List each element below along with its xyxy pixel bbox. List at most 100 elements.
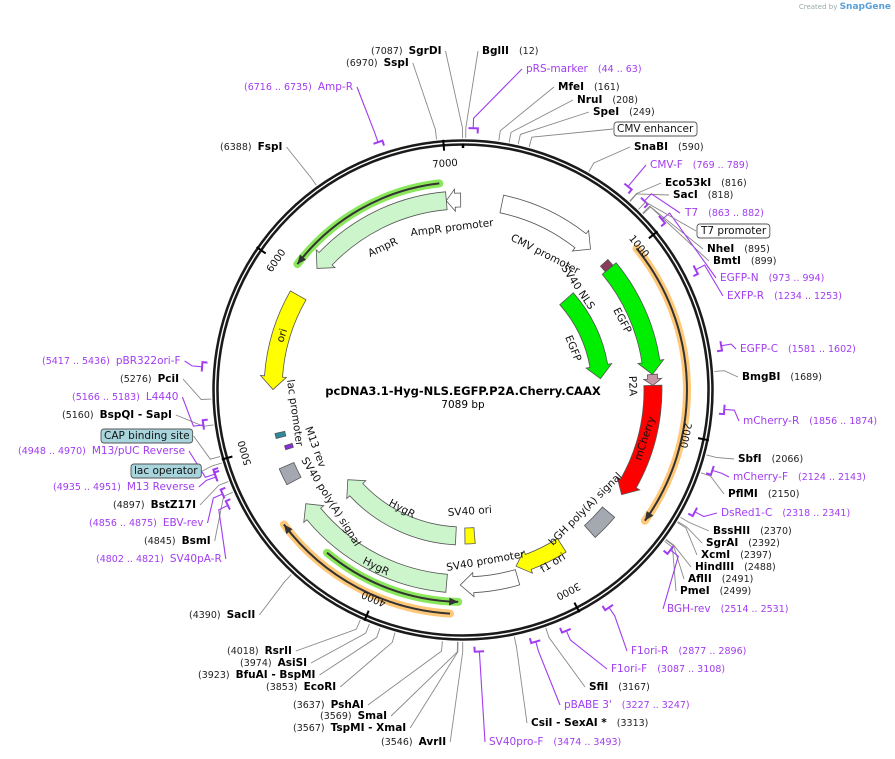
primer-leader-line xyxy=(218,504,229,560)
primer-label[interactable]: (4802 .. 4821)SV40pA-R xyxy=(96,553,222,565)
restriction-site-label[interactable]: (3853)EcoRI xyxy=(266,681,336,693)
restriction-site-label[interactable]: CsiI - SexAI *(3313) xyxy=(531,717,648,729)
restriction-site-label[interactable]: (7087)SgrDI xyxy=(371,45,441,57)
restriction-site-label[interactable]: (3637)PshAI xyxy=(293,699,364,711)
restriction-site-label[interactable]: AflII(2491) xyxy=(688,573,753,585)
feature-label-egfp-inner[interactable]: EGFP xyxy=(562,334,583,364)
primer-range: (3087 .. 3108) xyxy=(657,664,725,675)
primer-label[interactable]: F1ori-F(3087 .. 3108) xyxy=(611,663,725,675)
feature-box-label[interactable]: CAP binding site xyxy=(100,428,194,444)
restriction-site-label[interactable]: PmeI(2499) xyxy=(680,585,751,597)
feature-arrow-cmv-promoter[interactable] xyxy=(499,194,591,252)
feature-arrow-m13-rev[interactable] xyxy=(283,442,294,451)
feature-arrow-f1-ori[interactable] xyxy=(515,537,567,574)
orf-line[interactable] xyxy=(326,551,459,603)
feature-arrow-egfp[interactable] xyxy=(559,292,613,380)
feature-arrow-p2a[interactable] xyxy=(642,373,663,386)
restriction-site-label[interactable]: HindIII(2488) xyxy=(695,561,776,573)
primer-label[interactable]: (4856 .. 4875)EBV-rev xyxy=(89,517,204,529)
restriction-site-label[interactable]: PflMI(2150) xyxy=(728,488,799,500)
primer-leader-line xyxy=(188,450,216,478)
feature-box-label[interactable]: T7 promoter xyxy=(696,223,771,239)
primer-label[interactable]: SV40pro-F(3474 .. 3493) xyxy=(489,736,621,748)
feature-arrow-mcherry[interactable] xyxy=(616,384,663,496)
restriction-site-label[interactable]: (3567)TspMI - XmaI xyxy=(293,722,406,734)
primer-label[interactable]: EGFP-N(973 .. 994) xyxy=(720,272,824,284)
primer-label[interactable]: (6716 .. 6735)Amp-R xyxy=(244,81,353,93)
primer-label[interactable]: DsRed1-C(2318 .. 2341) xyxy=(721,507,850,519)
feature-box-label[interactable]: CMV enhancer xyxy=(613,121,698,137)
restriction-site-label[interactable]: XcmI(2397) xyxy=(701,549,772,561)
feature-label-p2a[interactable]: P2A xyxy=(626,376,639,397)
primer-label[interactable]: F1ori-R(2877 .. 2896) xyxy=(631,645,746,657)
feature-arrow-hygr[interactable] xyxy=(346,479,457,546)
primer-label[interactable]: (5417 .. 5436)pBR322ori-F xyxy=(42,355,181,367)
primer-leader-line xyxy=(627,164,647,187)
tick-mark xyxy=(697,437,710,442)
primer-label[interactable]: (4935 .. 4951)M13 Reverse xyxy=(53,481,195,493)
primer-name: SV40pro-F xyxy=(489,736,543,748)
restriction-site-label[interactable]: (3923)BfuAI - BspMI xyxy=(198,669,315,681)
restriction-site-label[interactable]: (3569)SmaI xyxy=(320,710,387,722)
primer-label[interactable]: BGH-rev(2514 .. 2531) xyxy=(667,603,788,615)
feature-label-sv40-ori[interactable]: SV40 ori xyxy=(447,504,492,519)
primer-label[interactable]: pBABE 3'(3227 .. 3247) xyxy=(564,699,690,711)
restriction-site-label[interactable]: BmgBI(1689) xyxy=(742,371,822,383)
restriction-site-label[interactable]: SfiI(3167) xyxy=(589,681,650,693)
feature-label-lac-promoter[interactable]: lac promoter xyxy=(284,379,305,448)
restriction-site-label[interactable]: (5276)PciI xyxy=(120,373,179,385)
restriction-site-label[interactable]: SnaBI(590) xyxy=(634,141,704,153)
restriction-site-label[interactable]: (3974)AsiSI xyxy=(240,657,307,669)
primer-label[interactable]: (5166 .. 5183)L4440 xyxy=(72,391,178,403)
feature-arrow-sv40-poly-a-signal[interactable] xyxy=(278,461,302,486)
primer-label[interactable]: (4948 .. 4970)M13/pUC Reverse xyxy=(18,445,185,457)
site-name: BssHII xyxy=(713,525,750,537)
backbone-inner-line xyxy=(214,141,712,639)
restriction-site-label[interactable]: (6388)FspI xyxy=(220,141,282,153)
restriction-site-label[interactable]: (4390)SacII xyxy=(189,609,255,621)
restriction-site-label[interactable]: SgrAI(2392) xyxy=(706,537,780,549)
primer-label[interactable]: mCherry-F(2124 .. 2143) xyxy=(733,471,866,483)
restriction-site-label[interactable]: BssHII(2370) xyxy=(713,525,792,537)
orf-line[interactable] xyxy=(635,247,688,522)
feature-arrow-ampr[interactable] xyxy=(315,191,448,269)
feature-label-ampr-promoter[interactable]: AmpR promoter xyxy=(410,217,495,239)
restriction-site-label[interactable]: (5160)BspQI - SapI xyxy=(62,409,172,421)
feature-label-ori[interactable]: ori xyxy=(274,327,290,344)
feature-arrow-hygr[interactable] xyxy=(303,503,448,593)
orf-line[interactable] xyxy=(296,182,440,265)
restriction-site-label[interactable]: (4897)BstZ17I xyxy=(113,499,196,511)
feature-label-ampr[interactable]: AmpR xyxy=(366,236,400,260)
feature-arrow-lac-promoter[interactable] xyxy=(274,430,287,439)
feature-arrow-sv40-ori[interactable] xyxy=(464,527,476,545)
restriction-site-label[interactable]: Eco53kI(816) xyxy=(665,177,747,189)
restriction-site-label[interactable]: NheI(895) xyxy=(707,243,770,255)
feature-arrow-bgh-poly-a-signal[interactable] xyxy=(583,506,616,538)
primer-label[interactable]: mCherry-R(1856 .. 1874) xyxy=(743,415,877,427)
feature-arrow-egfp[interactable] xyxy=(601,262,665,376)
orf-line[interactable] xyxy=(283,523,451,615)
restriction-site-label[interactable]: NruI(208) xyxy=(577,94,638,106)
restriction-site-label[interactable]: BglII(12) xyxy=(482,45,538,57)
restriction-site-label[interactable]: (3546)AvrII xyxy=(381,736,446,748)
restriction-site-label[interactable]: SbfI(2066) xyxy=(738,453,803,465)
primer-label[interactable]: EGFP-C(1581 .. 1602) xyxy=(740,343,856,355)
primer-label[interactable]: EXFP-R(1234 .. 1253) xyxy=(727,290,842,302)
restriction-site-label[interactable]: (4018)RsrII xyxy=(227,645,292,657)
restriction-site-label[interactable]: BmtI(899) xyxy=(713,255,776,267)
feature-arrow-sv40-promoter[interactable] xyxy=(459,569,521,598)
primer-label[interactable]: T7(863 .. 882) xyxy=(684,207,764,219)
feature-arrow-sv40-nls[interactable] xyxy=(599,258,614,273)
restriction-site-label[interactable]: SacI(818) xyxy=(673,189,733,201)
restriction-site-label[interactable]: SpeI(249) xyxy=(593,106,655,118)
feature-box-label[interactable]: lac operator xyxy=(130,463,202,479)
feature-arrow-ori[interactable] xyxy=(259,290,307,391)
restriction-site-label[interactable]: MfeI(161) xyxy=(558,81,620,93)
feature-arrow-ampr-promoter[interactable] xyxy=(445,187,462,213)
primer-label[interactable]: CMV-F(769 .. 789) xyxy=(650,159,749,171)
primer-label[interactable]: pRS-marker(44 .. 63) xyxy=(526,63,642,75)
restriction-site-label[interactable]: (4845)BsmI xyxy=(144,535,211,547)
restriction-site-label[interactable]: (6970)SspI xyxy=(346,57,409,69)
site-name: AflII xyxy=(688,573,712,585)
feature-label-bgh-polya[interactable]: bGH poly(A) signal xyxy=(547,470,625,548)
